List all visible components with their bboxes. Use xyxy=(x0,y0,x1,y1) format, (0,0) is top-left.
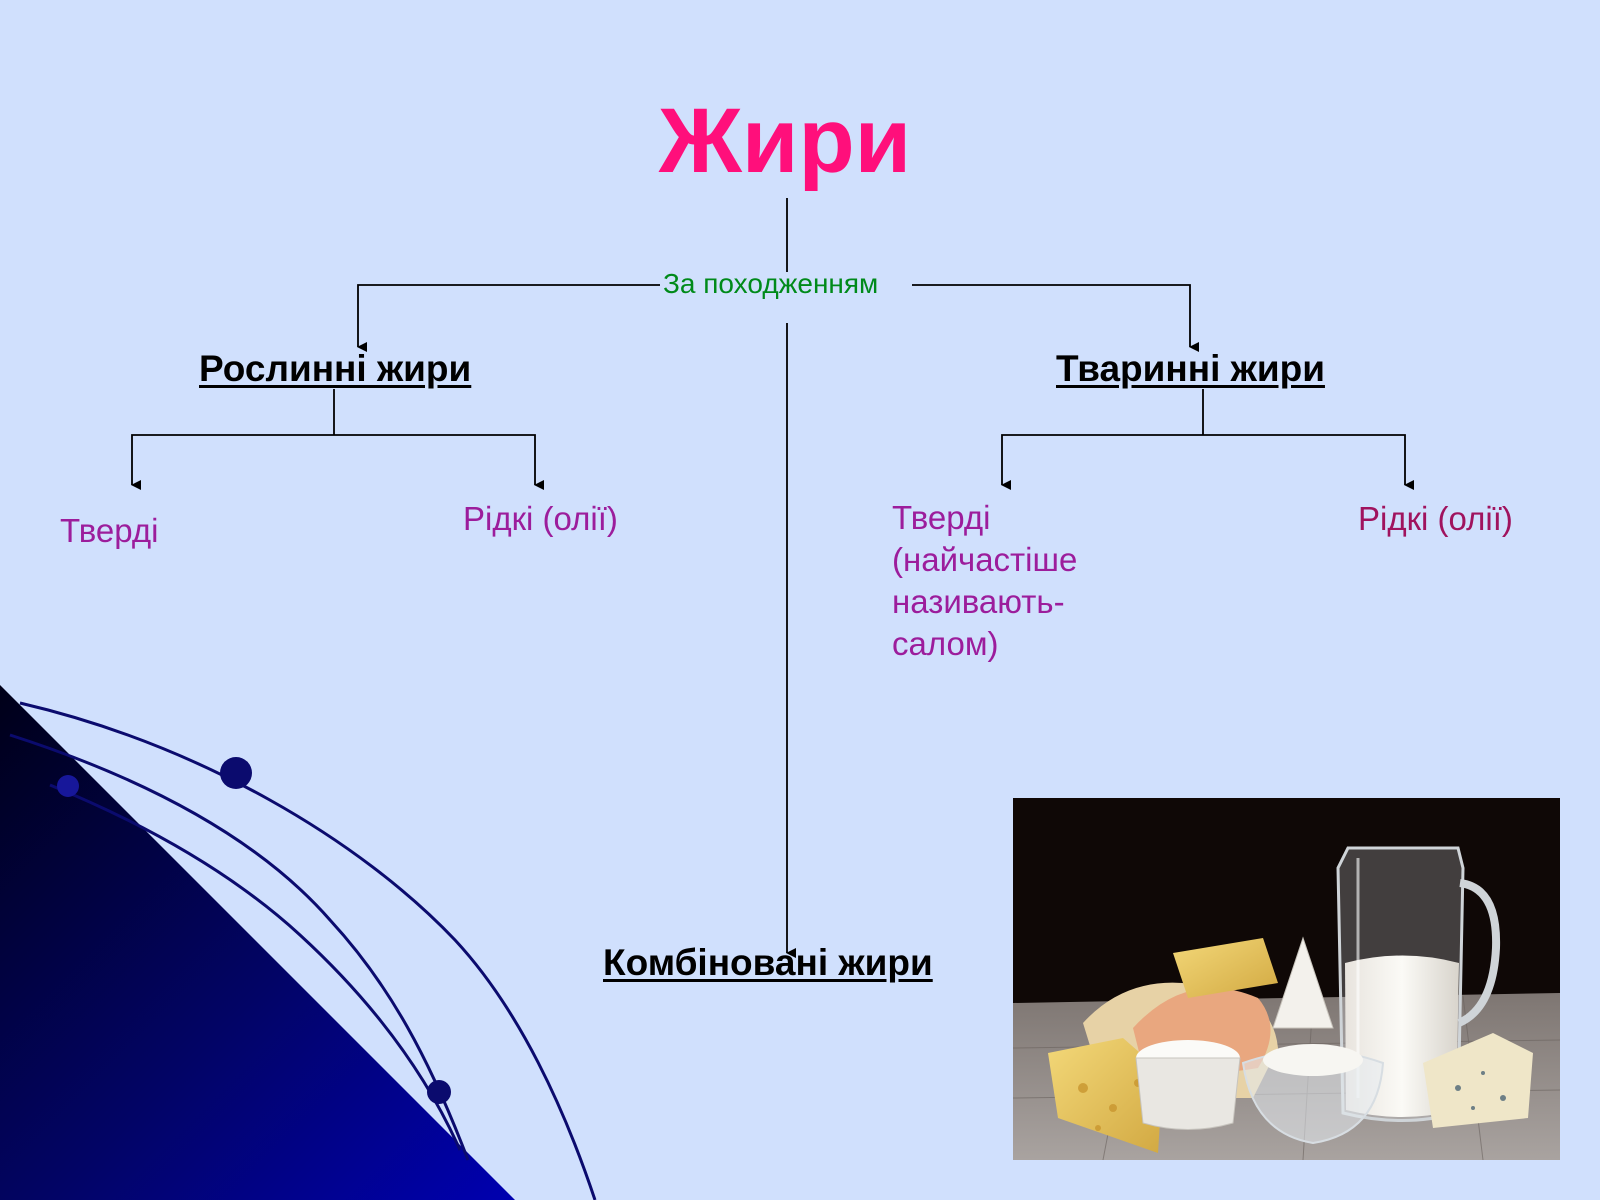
decor-dot-small xyxy=(57,775,79,797)
plant-liquid-label: Рідкі (олії) xyxy=(463,500,618,537)
cheese-wedge-back xyxy=(1173,938,1278,998)
plant-fats-title: Рослинні жири xyxy=(199,348,472,389)
animal-liquid-label: Рідкі (олії) xyxy=(1358,500,1513,537)
decor-curve-1 xyxy=(19,701,597,1200)
decor-curve-2 xyxy=(9,733,470,1161)
connector-to-plant xyxy=(357,284,660,352)
cheese-wedge-white xyxy=(1272,936,1334,1029)
decor-dot-lower xyxy=(427,1080,451,1104)
cheese-wedge-front xyxy=(1048,1038,1163,1153)
connector-plant-liquid xyxy=(334,434,544,490)
blue-cheese xyxy=(1423,1033,1533,1128)
dairy-photo-illustration xyxy=(1013,798,1560,1160)
connector-plant-solid xyxy=(131,434,334,490)
connector-to-animal xyxy=(912,284,1199,352)
connector-animal-solid xyxy=(1001,434,1203,490)
classification-criterion: За походженням xyxy=(663,268,879,299)
animal-fats-title: Тваринні жири xyxy=(1056,348,1325,389)
combined-fats-title: Комбіновані жири xyxy=(603,942,933,983)
connector-animal-liquid xyxy=(1203,434,1414,490)
corner-shape xyxy=(0,685,515,1200)
animal-solid-label: Тверді (найчастіше називають- салом) xyxy=(892,499,1078,662)
decor-curve-3 xyxy=(49,783,462,1151)
dairy-products-photo xyxy=(1013,798,1560,1160)
plant-solid-label: Тверді xyxy=(60,512,159,549)
slide-title: Жири xyxy=(658,90,912,192)
decor-dot-large xyxy=(220,757,252,789)
